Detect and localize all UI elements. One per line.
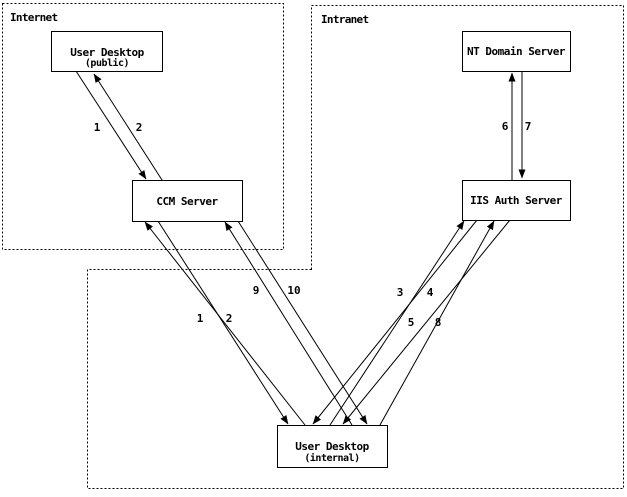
- edge-label-10: 10: [287, 284, 300, 297]
- internet-zone-label: Internet: [10, 11, 57, 24]
- edge-label-internal-2: 2: [226, 312, 233, 325]
- edge-label-4: 4: [427, 286, 434, 299]
- intranet-zone-label: Intranet: [321, 13, 368, 26]
- edge-iis-to-desktop-internal-4: [312, 219, 478, 425]
- edge-iis-to-desktop-internal-8: [342, 219, 511, 425]
- edge-desktop-public-to-ccm: [75, 70, 147, 180]
- user-desktop-internal-title: User Desktop: [295, 440, 369, 453]
- edge-label-internal-1: 1: [197, 312, 204, 325]
- iis-auth-server-title: IIS Auth Server: [470, 194, 563, 207]
- edge-label-6: 6: [502, 120, 509, 133]
- edge-ccm-to-desktop-internal-10: [237, 220, 368, 425]
- edge-label-8: 8: [435, 316, 442, 329]
- user-desktop-public-title: User Desktop: [70, 46, 144, 59]
- edge-label-7: 7: [525, 120, 532, 133]
- user-desktop-public-subtitle: (public): [85, 57, 129, 69]
- node-iis-auth-server: [462, 180, 571, 221]
- edge-ccm-to-desktop-internal-2: [157, 220, 289, 425]
- edge-desktop-internal-to-iis-5: [379, 220, 495, 426]
- nt-domain-server-title: NT Domain Server: [467, 45, 566, 58]
- edge-desktop-internal-to-iis-3: [329, 220, 465, 426]
- edge-label-public-1: 1: [94, 121, 101, 134]
- edge-label-3: 3: [397, 286, 404, 299]
- edge-desktop-internal-to-ccm-1: [144, 221, 306, 426]
- edge-ccm-to-desktop-public: [93, 73, 163, 181]
- edge-label-public-2: 2: [136, 121, 143, 134]
- edge-label-9: 9: [253, 284, 260, 297]
- edge-label-5: 5: [408, 316, 415, 329]
- intranet-zone-border: [87, 5, 624, 489]
- internet-zone-border: [2, 3, 284, 250]
- ccm-server-title: CCM Server: [156, 195, 218, 208]
- node-user-desktop-public: [51, 31, 163, 72]
- node-ccm-server: [132, 180, 243, 222]
- node-user-desktop-internal: [277, 425, 388, 468]
- user-desktop-internal-subtitle: (internal): [304, 452, 359, 464]
- node-nt-domain-server: [462, 31, 571, 72]
- edge-desktop-internal-to-ccm-9: [224, 221, 353, 426]
